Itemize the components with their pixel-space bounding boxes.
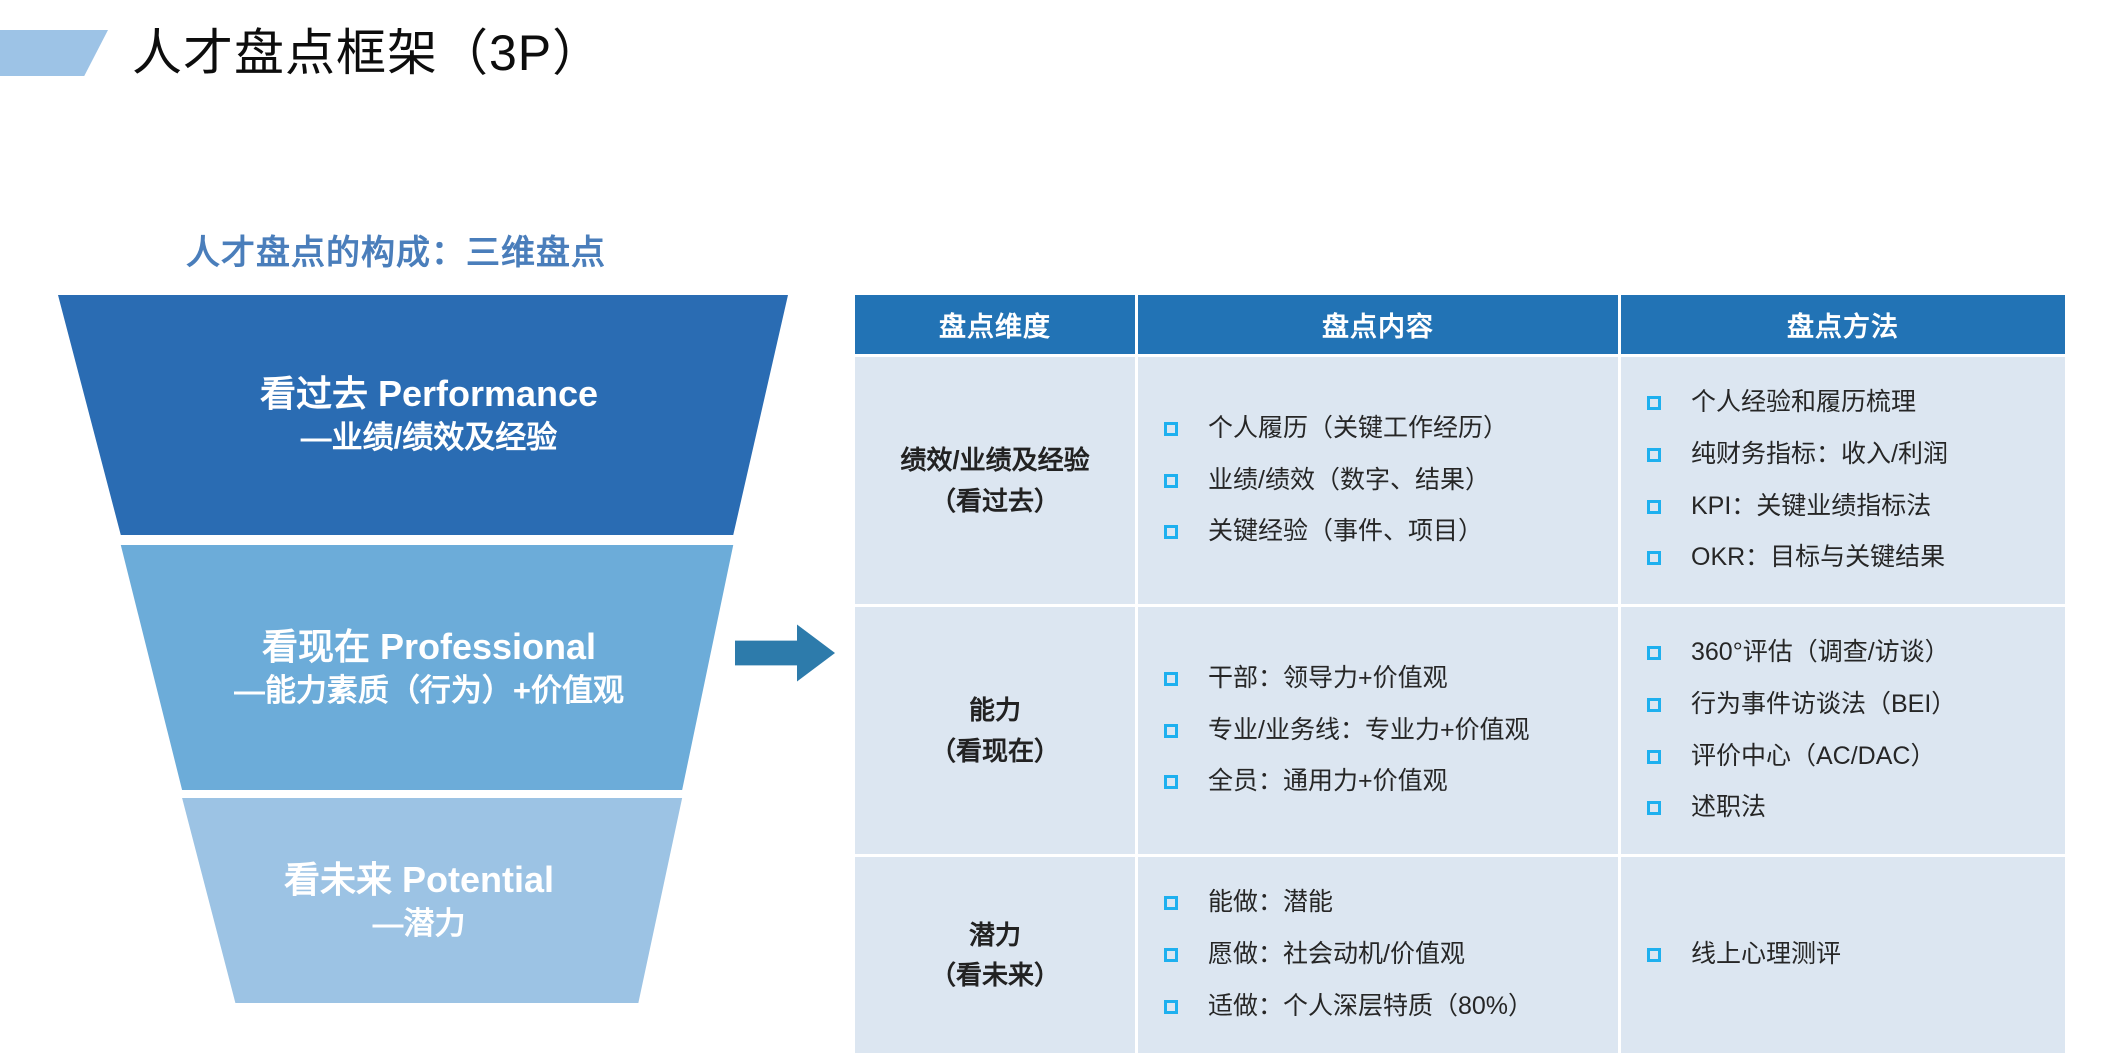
page-title: 人才盘点框架（3P） [132,25,604,81]
title-accent-shape [0,30,108,76]
square-bullet-icon [1647,948,1661,963]
funnel-segment-title: 看未来 Potential [283,858,555,900]
list-item-label: 个人经验和履历梳理 [1691,388,1917,416]
content-cell: 个人履历（关键工作经历） 业绩/绩效（数字、结果） 关键经验（事件、项目） [1138,357,1618,604]
content-cell: 能做：潜能 愿做：社会动机/价值观 适做：个人深层特质（80%） [1138,857,1618,1053]
content-cell: 干部：领导力+价值观 专业/业务线：专业力+价值观 全员：通用力+价值观 [1138,607,1618,854]
list-item-label: 业绩/绩效（数字、结果） [1208,465,1490,494]
square-bullet-icon [1164,896,1178,911]
table-row: 潜力 （看未来） 能做：潜能 愿做：社会动机/价值观 适做：个人深层特质（80%… [855,857,2065,1053]
content-bullet-list: 干部：领导力+价值观 专业/业务线：专业力+价值观 全员：通用力+价值观 [1138,633,1618,828]
section-subtitle: 人才盘点的构成：三维盘点 [186,234,606,272]
content-bullet-list: 能做：潜能 愿做：社会动机/价值观 适做：个人深层特质（80%） [1138,863,1618,1046]
right-arrow-shape [735,624,835,682]
list-item: 评价中心（AC/DAC） [1647,731,2047,783]
list-item-label: 评价中心（AC/DAC） [1691,741,1936,770]
funnel-segment-subtitle: —能力素质（行为）+价值观 [233,672,625,708]
dimension-main-label: 能力 [968,695,1021,726]
square-bullet-icon [1647,749,1661,764]
list-item-label: KPI：关键业绩指标法 [1691,491,1932,520]
dimension-sub-label: （看未来） [929,960,1060,990]
square-bullet-icon [1164,421,1178,436]
list-item: KPI：关键业绩指标法 [1647,481,2047,533]
list-item: 专业/业务线：专业力+价值观 [1164,705,1600,757]
funnel-segment-title: 看现在 Professional [261,625,597,667]
dimension-cell: 绩效/业绩及经验 （看过去） [855,357,1135,604]
list-item: OKR：目标与关键结果 [1647,532,2047,584]
content-bullet-list: 个人履历（关键工作经历） 业绩/绩效（数字、结果） 关键经验（事件、项目） [1138,383,1618,578]
square-bullet-icon [1647,697,1661,712]
list-item-label: 纯财务指标：收入/利润 [1691,439,1948,468]
square-bullet-icon [1164,999,1178,1014]
method-bullet-list: 个人经验和履历梳理 纯财务指标：收入/利润 KPI：关键业绩指标法 OKR：目标… [1621,357,2065,604]
method-bullet-list: 线上心理测评 [1621,915,2065,995]
square-bullet-icon [1164,473,1178,488]
list-item: 述职法 [1647,782,2047,834]
list-item-label: 专业/业务线：专业力+价值观 [1208,715,1530,744]
dimension-main-label: 绩效/业绩及经验 [900,445,1090,476]
list-item-label: 360°评估（调查/访谈） [1691,638,1950,666]
inventory-matrix-table: 盘点维度 盘点内容 盘点方法 绩效/业绩及经验 （看过去） 个人履历（关键工作经… [852,292,2068,1056]
method-cell: 360°评估（调查/访谈） 行为事件访谈法（BEI） 评价中心（AC/DAC） … [1621,607,2065,854]
square-bullet-icon [1647,646,1661,660]
list-item: 业绩/绩效（数字、结果） [1164,455,1600,507]
list-item-label: 行为事件访谈法（BEI） [1691,689,1957,718]
list-item-label: 干部：领导力+价值观 [1208,663,1448,692]
funnel-segment-title: 看过去 Performance [259,373,599,415]
list-item-label: 能做：潜能 [1208,888,1334,917]
square-bullet-icon [1164,671,1178,686]
method-cell: 个人经验和履历梳理 纯财务指标：收入/利润 KPI：关键业绩指标法 OKR：目标… [1621,357,2065,604]
list-item: 行为事件访谈法（BEI） [1647,679,2047,731]
list-item: 干部：领导力+价值观 [1164,653,1600,705]
list-item: 个人经验和履历梳理 [1647,377,2047,429]
method-bullet-list: 360°评估（调查/访谈） 行为事件访谈法（BEI） 评价中心（AC/DAC） … [1621,607,2065,854]
list-item-label: 线上心理测评 [1691,940,1842,969]
dimension-cell: 能力 （看现在） [855,607,1135,854]
square-bullet-icon [1647,499,1661,514]
list-item: 适做：个人深层特质（80%） [1164,981,1600,1033]
square-bullet-icon [1164,525,1178,540]
column-header-dimension: 盘点维度 [855,295,1135,354]
list-item: 360°评估（调查/访谈） [1647,627,2047,679]
dimension-main-label: 潜力 [968,919,1021,950]
list-item-label: OKR：目标与关键结果 [1691,543,1946,572]
list-item: 线上心理测评 [1647,929,1841,981]
square-bullet-icon [1647,447,1661,462]
square-bullet-icon [1647,551,1661,566]
funnel-segment-subtitle: —业绩/绩效及经验 [300,420,558,456]
slide-header: 人才盘点框架（3P） [0,22,603,84]
square-bullet-icon [1164,948,1178,963]
list-item: 全员：通用力+价值观 [1164,756,1600,808]
funnel-segment-professional: 看现在 Professional —能力素质（行为）+价值观 [120,545,734,790]
funnel-segment-potential: 看未来 Potential —潜力 [182,798,683,1003]
column-header-method: 盘点方法 [1621,295,2065,354]
list-item-label: 全员：通用力+价值观 [1208,767,1448,796]
list-item: 能做：潜能 [1164,877,1600,929]
list-item: 个人履历（关键工作经历） [1164,403,1600,455]
funnel-segment-subtitle: —潜力 [372,905,466,941]
table-row: 绩效/业绩及经验 （看过去） 个人履历（关键工作经历） 业绩/绩效（数字、结果）… [855,357,2065,604]
list-item: 愿做：社会动机/价值观 [1164,929,1600,981]
square-bullet-icon [1647,801,1661,816]
list-item-label: 关键经验（事件、项目） [1208,517,1484,546]
right-arrow-icon [735,622,835,684]
funnel-diagram: 看过去 Performance —业绩/绩效及经验 看现在 Profession… [58,295,788,1003]
funnel-segment-performance: 看过去 Performance —业绩/绩效及经验 [58,295,788,535]
table-header-row: 盘点维度 盘点内容 盘点方法 [855,295,2065,354]
list-item: 纯财务指标：收入/利润 [1647,429,2047,481]
table-row: 能力 （看现在） 干部：领导力+价值观 专业/业务线：专业力+价值观 全员：通用… [855,607,2065,854]
list-item: 关键经验（事件、项目） [1164,506,1600,558]
square-bullet-icon [1164,775,1178,790]
column-header-content: 盘点内容 [1138,295,1618,354]
square-bullet-icon [1647,396,1661,410]
dimension-sub-label: （看过去） [929,485,1060,516]
list-item-label: 个人履历（关键工作经历） [1208,413,1509,442]
dimension-cell: 潜力 （看未来） [855,857,1135,1053]
list-item-label: 适做：个人深层特质（80%） [1208,991,1534,1020]
method-cell: 线上心理测评 [1621,857,2065,1053]
dimension-sub-label: （看现在） [929,735,1060,766]
square-bullet-icon [1164,723,1178,738]
list-item-label: 述职法 [1691,793,1767,822]
list-item-label: 愿做：社会动机/价值观 [1208,940,1465,969]
